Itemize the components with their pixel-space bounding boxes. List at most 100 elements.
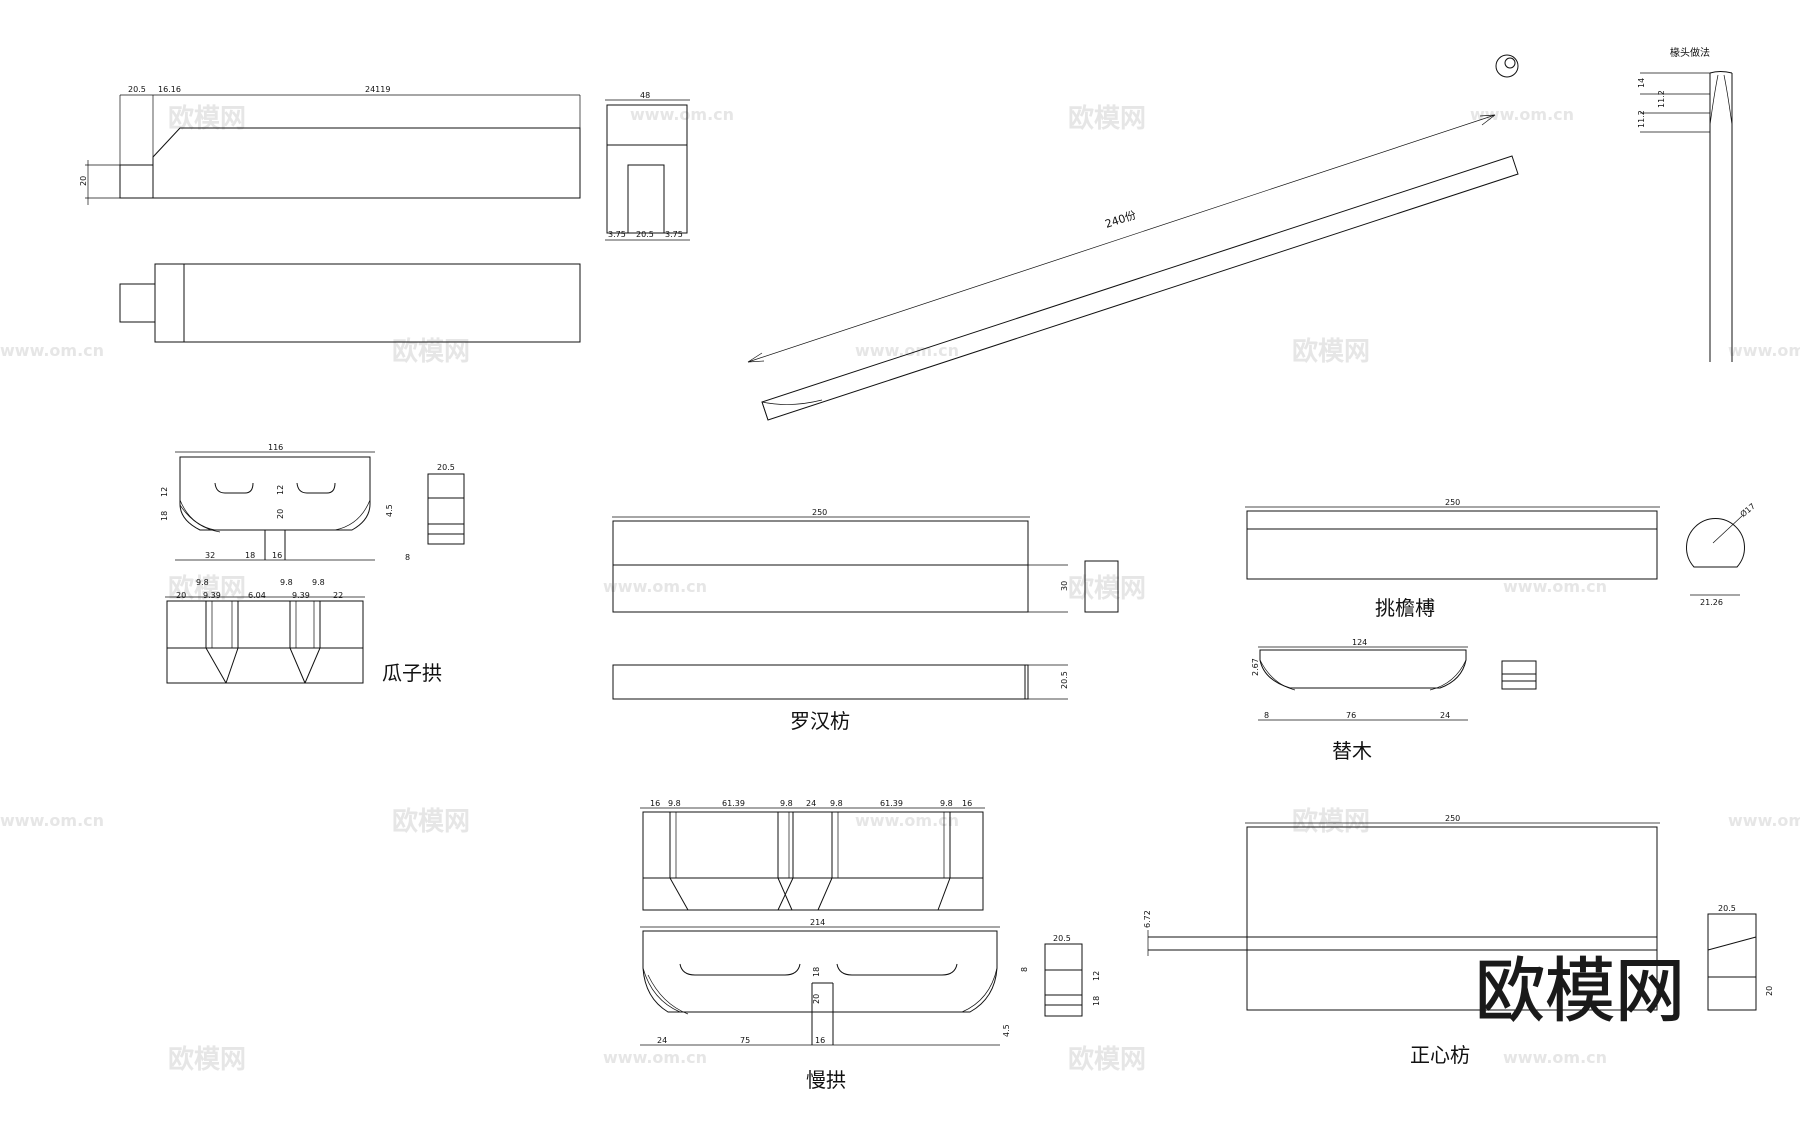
dimension-label: 18 (1092, 996, 1101, 1006)
dimension-label: 6.04 (248, 591, 266, 600)
dimension-label: 61.39 (880, 799, 903, 808)
dimension-label: 4.5 (385, 504, 394, 517)
dimension-label: 250 (1445, 498, 1460, 507)
dimension-label: 116 (268, 443, 283, 452)
dimension-label: 20 (812, 994, 821, 1004)
dimension-label: 9.8 (668, 799, 681, 808)
watermark-url: www.om.cn (1503, 577, 1607, 596)
watermark-url: www.om.cn (1728, 811, 1800, 830)
dimension-label: 18 (160, 511, 169, 521)
dimension-label: 9.8 (780, 799, 793, 808)
guazigong-group: 116 12 18 12 20 4.5 32 18 16 8 20.5 20 9… (160, 443, 465, 685)
dimension-label: 24 (657, 1036, 667, 1045)
watermark-layer: 欧模网 www.om.cn 欧模网 www.om.cn www.om.cn 欧模… (0, 103, 1800, 1075)
watermark-text: 欧模网 (168, 103, 246, 134)
label-chuantou: 椽头做法 (1670, 46, 1710, 59)
watermark-text: 欧模网 (168, 573, 246, 604)
dimension-label: 61.39 (722, 799, 745, 808)
tiaoyanchuan-group: 250 Ø17 21.26 挑檐榑 (1245, 498, 1757, 620)
dimension-label: 20.5 (1060, 671, 1069, 689)
dimension-label: Ø17 (1738, 501, 1757, 519)
label-luohanfang: 罗汉枋 (790, 709, 850, 733)
dimension-label: 16 (962, 799, 972, 808)
watermark-url: www.om.cn (855, 811, 959, 830)
dimension-label: 20 (1765, 986, 1774, 996)
dimension-label: 250 (812, 508, 827, 517)
watermark-url: www.om.cn (630, 105, 734, 124)
watermark-url: www.om.cn (0, 811, 104, 830)
dimension-label: 3.75 (608, 230, 626, 239)
luohanfang-group: 250 30 20.5 罗汉枋 (612, 508, 1119, 733)
dimension-label: 20.5 (1718, 904, 1736, 913)
watermark-url: www.om.cn (1503, 1048, 1607, 1067)
dimension-label: 20 (79, 176, 88, 186)
dimension-label: 9.39 (203, 591, 221, 600)
dimension-label: 4.5 (1002, 1024, 1011, 1037)
dimension-label: 9.8 (830, 799, 843, 808)
dimension-label: 20.5 (437, 463, 455, 472)
dimension-label: 20 (276, 509, 285, 519)
dimension-label: 250 (1445, 814, 1460, 823)
dimension-label: 3.75 (665, 230, 683, 239)
dimension-label: 9.8 (280, 578, 293, 587)
dimension-label: 11.2 (1637, 110, 1646, 128)
dimension-label: 2.67 (1251, 658, 1260, 676)
dimension-label: 9.8 (196, 578, 209, 587)
timu-group: 124 2.67 8 76 24 替木 (1251, 638, 1537, 763)
dimension-label: 16.16 (158, 85, 181, 94)
dimension-label: 8 (1020, 967, 1029, 972)
dimension-label: 18 (812, 967, 821, 977)
label-zhengxinfang: 正心枋 (1410, 1043, 1470, 1067)
dimension-label: 18 (245, 551, 255, 560)
dimension-label: 16 (272, 551, 282, 560)
dimension-label: 214 (810, 918, 825, 927)
watermark-text: 欧模网 (392, 806, 470, 837)
label-guazigong: 瓜子拱 (382, 661, 442, 685)
zhengxinfang-group: 250 6.72 20.5 20 正心枋 (1143, 814, 1774, 1067)
watermark-text: 欧模网 (168, 1044, 246, 1075)
rafter-diagonal: 240份 (747, 54, 1519, 421)
dimension-label: 20.5 (128, 85, 146, 94)
dimension-label: 24119 (365, 85, 390, 94)
dimension-label: 8 (1264, 711, 1269, 720)
watermark-url: www.om.cn (1728, 341, 1800, 360)
watermark-text: 欧模网 (1292, 336, 1370, 367)
dimension-label: 16 (815, 1036, 825, 1045)
dimension-label: 9.8 (940, 799, 953, 808)
watermark-text: 欧模网 (1292, 806, 1370, 837)
label-mangong: 慢拱 (806, 1068, 846, 1092)
label-tiaoyanchuan: 挑檐榑 (1375, 596, 1435, 620)
dimension-label: 12 (276, 485, 285, 495)
dimension-label: 22 (333, 591, 343, 600)
watermark-url: www.om.cn (603, 577, 707, 596)
dimension-label: 75 (740, 1036, 750, 1045)
watermark-url: www.om.cn (0, 341, 104, 360)
dimension-label: 30 (1060, 581, 1069, 591)
watermark-url: www.om.cn (603, 1048, 707, 1067)
dimension-label: 124 (1352, 638, 1367, 647)
dimension-label: 48 (640, 91, 650, 100)
dimension-label: 24 (806, 799, 816, 808)
mangong-group: 16 9.8 61.39 9.8 24 9.8 61.39 9.8 16 214… (640, 799, 1101, 1092)
watermark-text: 欧模网 (1068, 1044, 1146, 1075)
dimension-label: 12 (1092, 971, 1101, 981)
dimension-label: 16 (650, 799, 660, 808)
dimension-label: 9.39 (292, 591, 310, 600)
dimension-label: 24 (1440, 711, 1450, 720)
dimension-label: 14 (1637, 78, 1646, 88)
brand-logo: 欧模网 (1475, 950, 1685, 1032)
watermark-url: www.om.cn (1470, 105, 1574, 124)
beam-end-section: 48 3.75 20.5 3.75 (605, 91, 690, 241)
dimension-label: 20 (176, 591, 186, 600)
label-timu: 替木 (1332, 739, 1372, 763)
dimension-label: 8 (405, 553, 410, 562)
beam-plan (119, 263, 581, 343)
rafter-head-detail: 椽头做法 14 11.2 11.2 (1637, 46, 1733, 362)
dimension-label: 20.5 (636, 230, 654, 239)
dimension-label: 9.8 (312, 578, 325, 587)
watermark-url: www.om.cn (855, 341, 959, 360)
dimension-label: 20.5 (1053, 934, 1071, 943)
dimension-label: 21.26 (1700, 598, 1723, 607)
watermark-text: 欧模网 (392, 336, 470, 367)
